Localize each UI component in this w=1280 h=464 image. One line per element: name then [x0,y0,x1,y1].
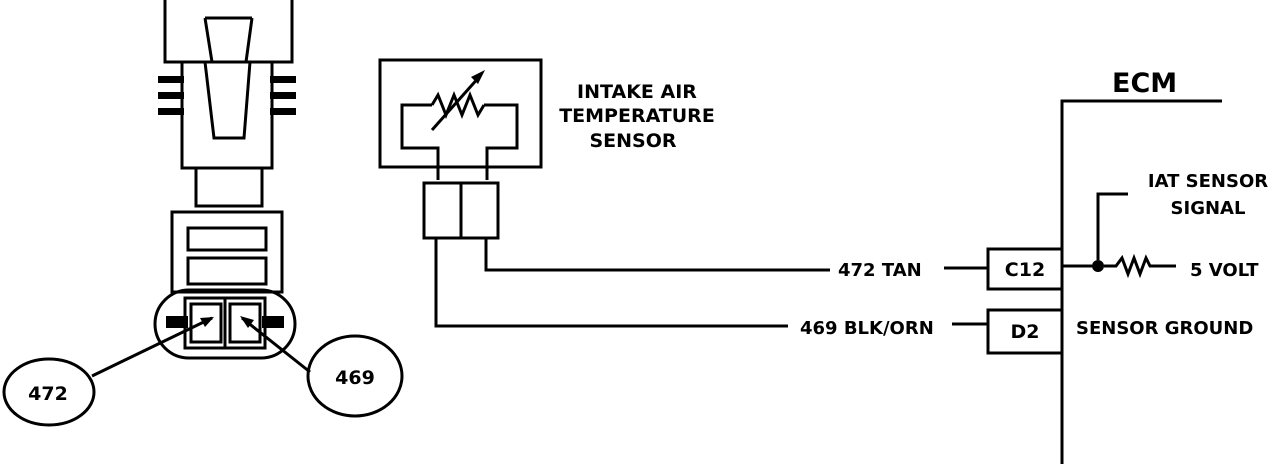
sensor-title-line3: SENSOR [589,130,676,152]
callout-469-label: 469 [335,367,375,389]
wiring-harness: 472 TAN 469 BLK/ORN [434,238,988,339]
ecm-signal-label-line2: SIGNAL [1171,198,1246,219]
connector-ribs [158,76,296,115]
signal-junction-dot [1092,260,1104,272]
ecm-boundary [1060,99,1222,464]
wire-469-blkorn [434,238,788,328]
wire-472-label: 472 TAN [838,260,922,281]
sensor-title-line2: TEMPERATURE [559,105,715,127]
callout-469-bubble [306,334,404,418]
ecm-pin-c12-label: C12 [1005,259,1045,281]
wire-472-tan [484,238,830,272]
iat-sensor-symbol: INTAKE AIR TEMPERATURE SENSOR [378,58,715,240]
pullup-resistor-icon [1104,253,1176,279]
signal-leader-line [1096,192,1128,260]
ecm-pin-d2-label: D2 [1011,321,1040,343]
sensor-connector-illustration: 472 469 [2,0,404,427]
callout-472-bubble [2,357,96,427]
ecm-title: ECM [1112,68,1177,99]
ecm-signal-label-line1: IAT SENSOR [1148,171,1268,192]
wire-469-label: 469 BLK/ORN [800,318,934,339]
ecm-ground-label: SENSOR GROUND [1076,318,1253,339]
ecm-pin-c12 [986,247,1064,291]
ecm-module: ECM C12 D2 5 VOLT IAT SENSOR SIGNAL SENS… [986,68,1268,464]
thermistor-icon [430,90,486,120]
callout-472-label: 472 [28,383,68,405]
ecm-pin-d2 [986,308,1064,355]
sensor-title-line1: INTAKE AIR [577,81,697,103]
ecm-supply-label: 5 VOLT [1190,260,1259,281]
